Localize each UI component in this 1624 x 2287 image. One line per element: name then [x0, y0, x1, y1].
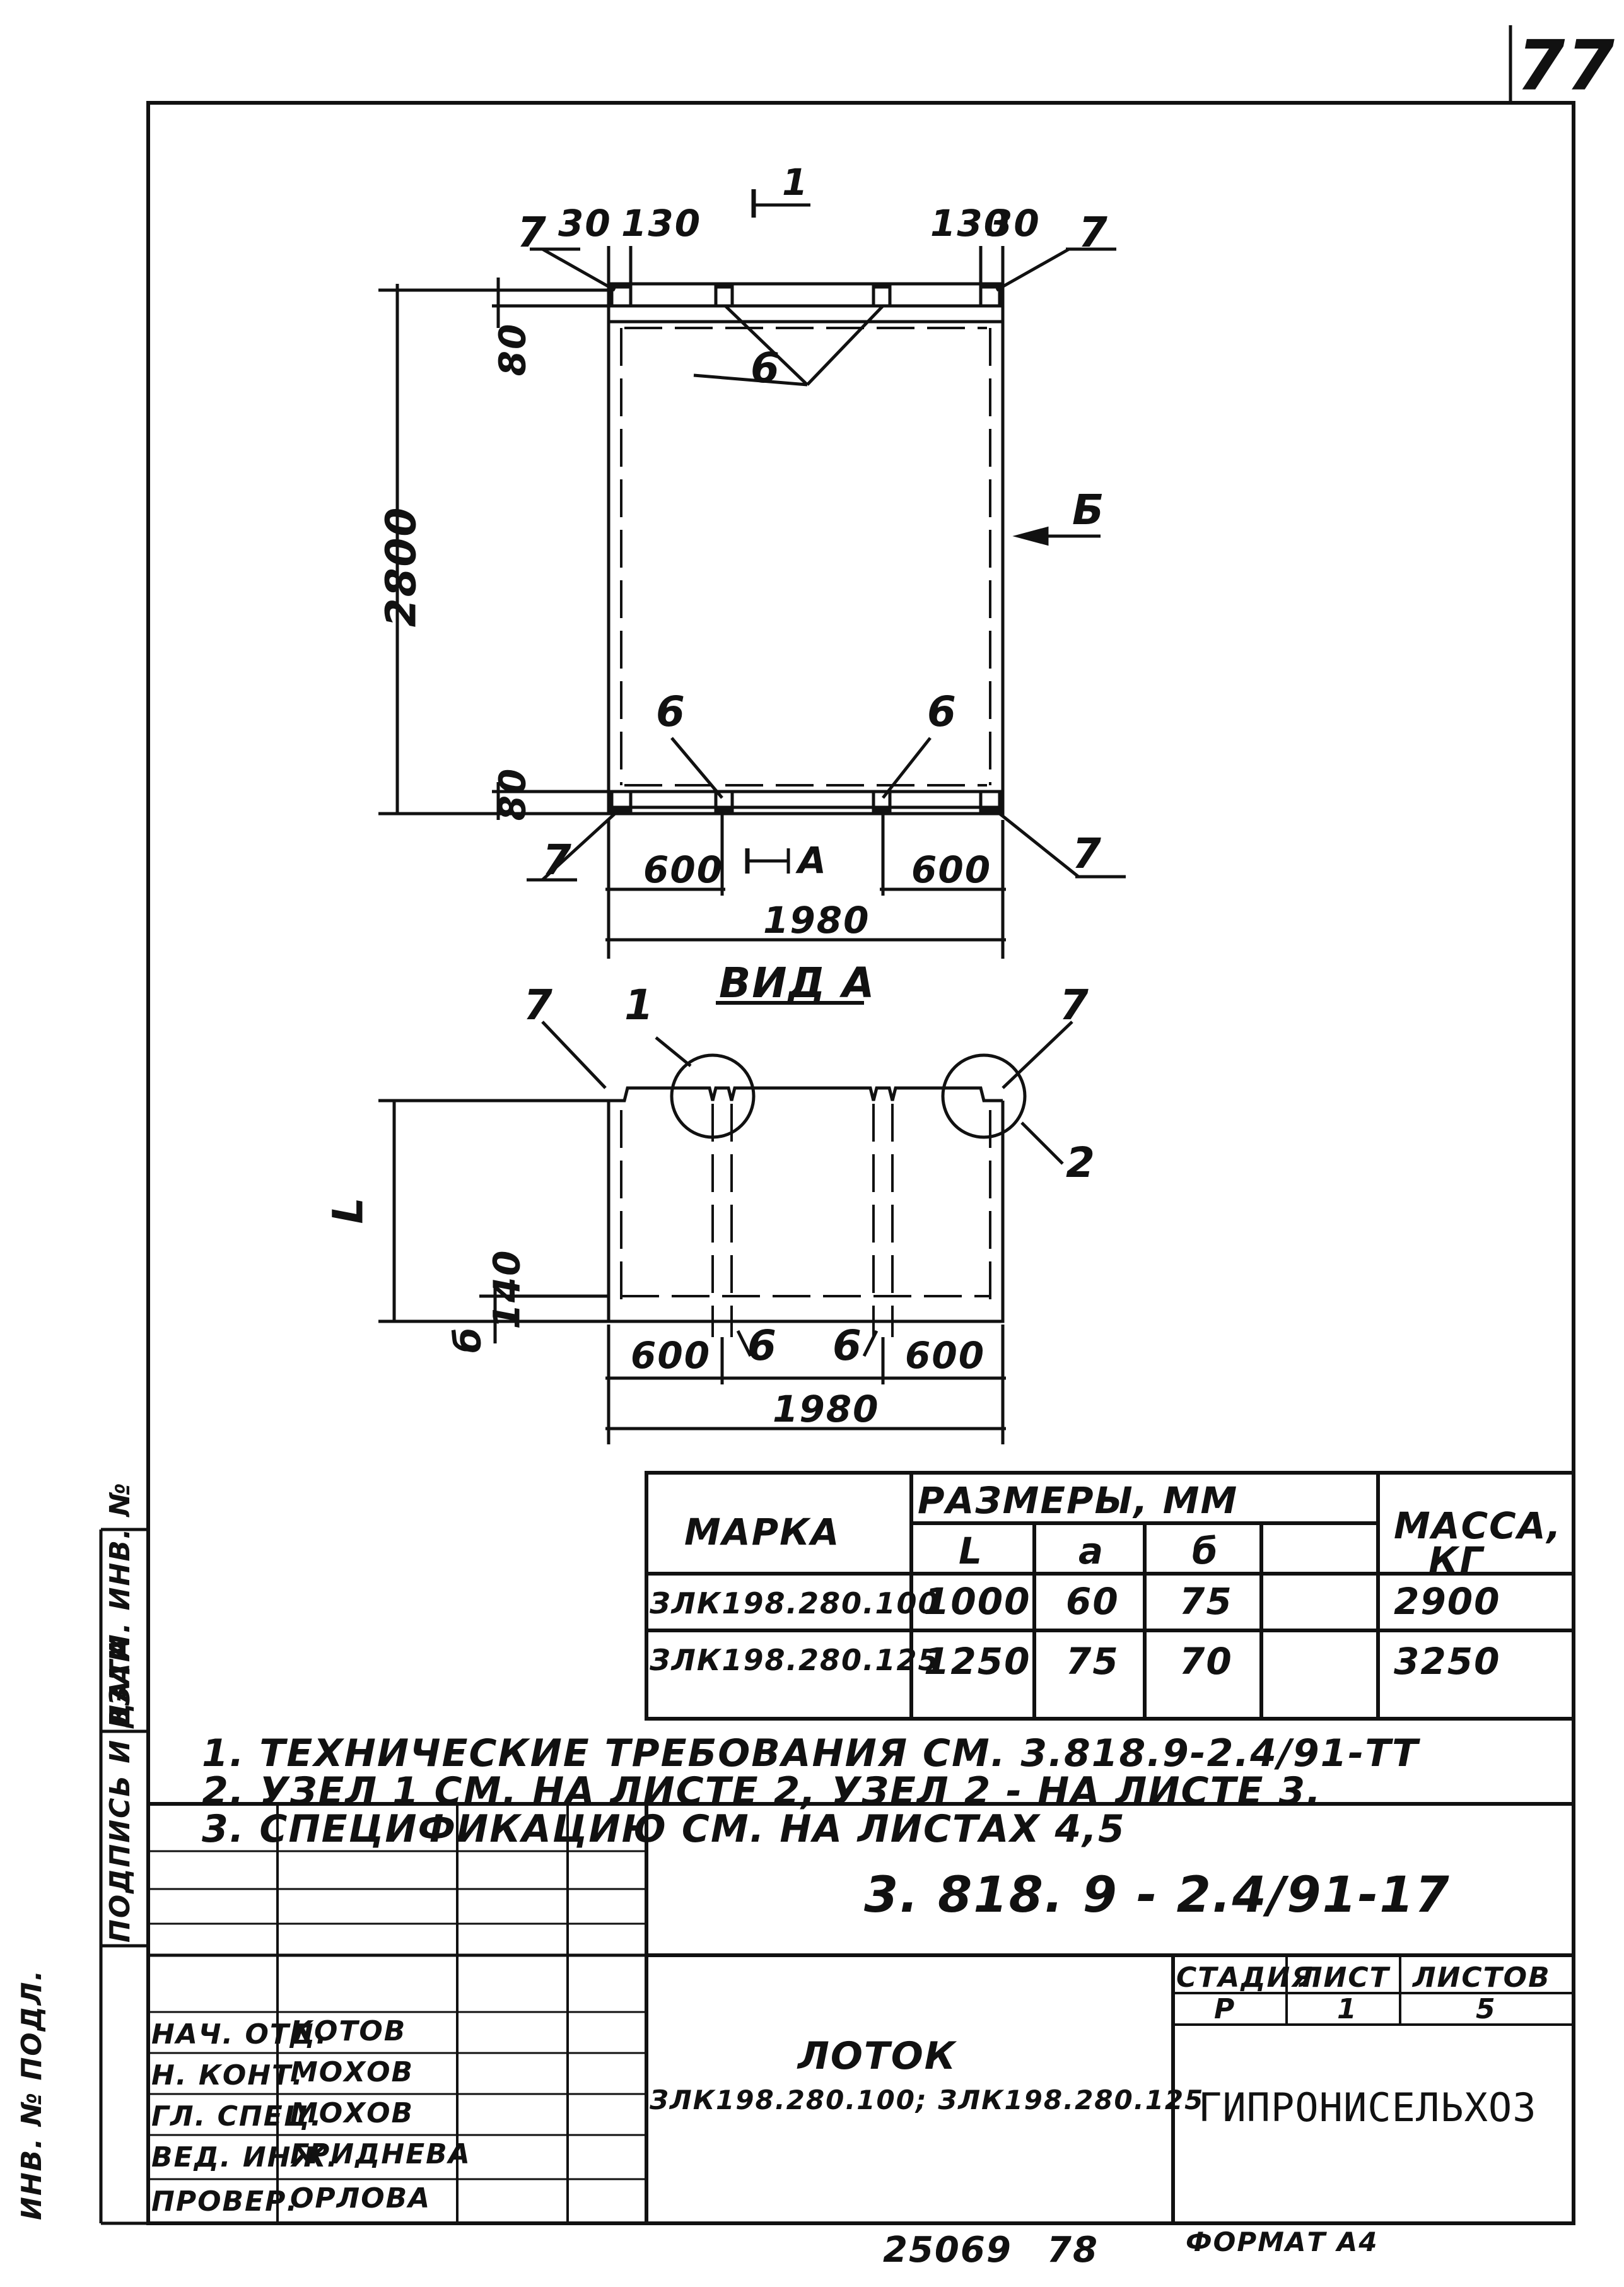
section-view — [378, 1001, 1073, 1444]
dim-2800: 2800 — [377, 506, 426, 628]
table-row-2-a: 75 — [1066, 1640, 1119, 1683]
note-1: 1. ТЕХНИЧЕСКИЕ ТРЕБОВАНИЯ СМ. 3.818.9-2.… — [202, 1731, 1420, 1775]
table-row-2-b: 70 — [1179, 1640, 1233, 1683]
section-dim-600-right: 600 — [905, 1334, 986, 1377]
signer-name-3: МОХОВ — [290, 2097, 414, 2129]
signer-name-2: МОХОВ — [290, 2056, 414, 2088]
sheet-value: 1 — [1337, 1993, 1358, 2025]
title-block-grid — [148, 1802, 1574, 2223]
product-name: ЛОТОК — [798, 2034, 957, 2078]
table-header-mark: МАРКА — [684, 1511, 841, 1553]
signer-role-4: ВЕД. ИНЖ. — [151, 2141, 339, 2173]
dim-80-top: 80 — [491, 322, 534, 377]
signer-role-5: ПРОВЕР. — [151, 2185, 299, 2218]
callout-6-bottom-right: 6 — [927, 687, 957, 736]
archive-number: 25069 — [883, 2230, 1012, 2271]
table-row-1-mark: ЗЛК198.280.100 — [650, 1586, 940, 1620]
table-row-1-mass: 2900 — [1394, 1580, 1501, 1623]
signer-role-2: Н. КОНТ. — [151, 2059, 304, 2091]
sheet-label: ЛИСТ — [1299, 1962, 1390, 1994]
view-a-mark: А — [798, 839, 827, 882]
section-view-title: ВИД А — [719, 959, 876, 1007]
doc-code: 3. 818. 9 - 2.4/91-17 — [864, 1867, 1451, 1924]
callout-7-bottom-right: 7 — [1072, 829, 1102, 878]
signer-role-3: ГЛ. СПЕЦ. — [151, 2100, 323, 2132]
page-reference: 78 — [1047, 2230, 1099, 2271]
dim-80-bottom: 80 — [491, 767, 534, 821]
dim-130-right: 130 — [930, 202, 1011, 245]
product-marks: ЗЛК198.280.100; ЗЛК198.280.125 — [650, 2085, 1205, 2115]
signer-name-1: КОТОВ — [290, 2015, 407, 2047]
signer-name-4: ГРИДНЕВА — [290, 2138, 471, 2170]
callout-7-top-right: 7 — [1078, 208, 1109, 257]
section-callout-6-left: 6 — [747, 1321, 778, 1370]
table-row-1-b: 75 — [1179, 1580, 1233, 1623]
section-mark-label: 1 — [782, 161, 809, 204]
dim-b: б — [446, 1326, 489, 1354]
signer-name-5: ОРЛОВА — [290, 2182, 431, 2214]
page-number: 77 — [1517, 25, 1616, 106]
sheet-frame — [146, 101, 1575, 2225]
note-2: 2. УЗЕЛ 1 СМ. НА ЛИСТЕ 2, УЗЕЛ 2 - НА ЛИ… — [202, 1769, 1322, 1813]
sheets-label: ЛИСТОВ — [1413, 1962, 1551, 1994]
callout-6-top: 6 — [751, 344, 781, 392]
section-dim-600-left: 600 — [631, 1334, 711, 1377]
dim-140: 140 — [485, 1249, 529, 1330]
callout-6-bottom-left: 6 — [656, 687, 686, 736]
node-1-label: 1 — [624, 981, 655, 1029]
stage-label: СТАДИЯ — [1176, 1962, 1314, 1994]
side-stamp-vzam-inv: ВЗАМ. ИНВ. № — [104, 1482, 136, 1728]
table-header-mass-unit: КГ — [1428, 1539, 1485, 1582]
section-callout-6-right: 6 — [832, 1321, 863, 1370]
section-callout-7-left: 7 — [523, 981, 554, 1029]
spec-table-grid — [645, 1471, 1575, 1721]
dim-l: L — [324, 1196, 373, 1224]
table-row-1-a: 60 — [1066, 1580, 1119, 1623]
note-3: 3. СПЕЦИФИКАЦИЮ СМ. НА ЛИСТАХ 4,5 — [202, 1807, 1126, 1851]
node-2-label: 2 — [1066, 1138, 1096, 1187]
dim-1980-plan: 1980 — [763, 899, 870, 942]
signer-role-1: НАЧ. ОТД. — [151, 2018, 328, 2050]
dim-600-right: 600 — [911, 848, 992, 891]
node-1-circle — [670, 1053, 756, 1139]
callout-7-bottom-left: 7 — [542, 836, 573, 884]
section-callout-7-right: 7 — [1060, 981, 1090, 1029]
section-dim-1980: 1980 — [773, 1388, 880, 1430]
stage-value: Р — [1214, 1993, 1236, 2025]
organization: ГИПРОНИСЕЛЬХОЗ — [1198, 2085, 1537, 2131]
table-header-mass: МАССА, — [1394, 1504, 1562, 1547]
table-header-a: а — [1078, 1530, 1105, 1572]
table-header-sizes: РАЗМЕРЫ, ММ — [918, 1479, 1239, 1522]
dim-600-left: 600 — [643, 848, 724, 891]
node-2-circle — [941, 1053, 1027, 1139]
format-label: ФОРМАТ А4 — [1186, 2226, 1379, 2257]
table-header-l: L — [959, 1530, 983, 1572]
table-row-2-l: 1250 — [924, 1640, 1031, 1683]
side-stamp-inv-podl: ИНВ. № ПОДЛ. — [16, 1968, 48, 2220]
dim-30-left: 30 — [558, 202, 612, 245]
table-row-2-mark: ЗЛК198.280.125 — [650, 1643, 940, 1677]
view-arrow-b-label: Б — [1072, 486, 1106, 534]
plan-view — [378, 189, 1126, 959]
table-row-1-l: 1000 — [924, 1580, 1031, 1623]
table-header-b: б — [1192, 1530, 1219, 1572]
callout-7-top-left: 7 — [517, 208, 547, 257]
sheets-value: 5 — [1476, 1993, 1497, 2025]
dim-30-right: 30 — [987, 202, 1041, 245]
dim-130-left: 130 — [621, 202, 702, 245]
table-row-2-mass: 3250 — [1394, 1640, 1501, 1683]
